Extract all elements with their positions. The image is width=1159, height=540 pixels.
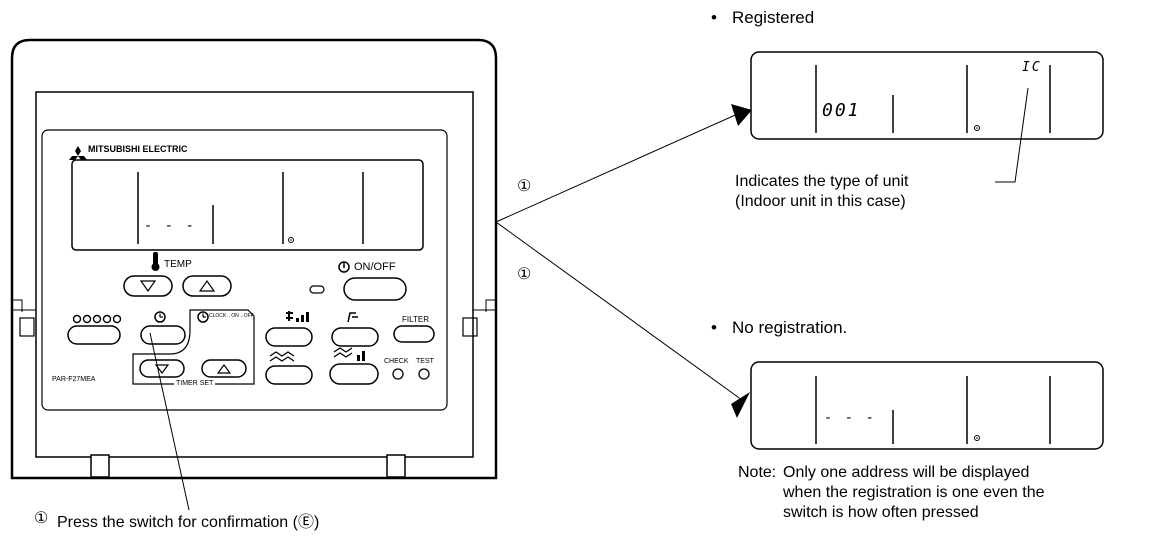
temp-up-button[interactable]: [182, 275, 232, 297]
left-foot: [90, 454, 110, 478]
test-button[interactable]: [418, 368, 430, 380]
registered-annotation-line1: Indicates the type of unit: [735, 173, 909, 190]
remote-lcd: [71, 159, 424, 251]
timer-set-label: TIMER SET: [174, 380, 216, 387]
check-label: CHECK: [384, 358, 409, 365]
note-line3: switch is how often pressed: [783, 504, 979, 521]
temp-down-button[interactable]: [123, 275, 173, 297]
filter-button[interactable]: [393, 325, 435, 343]
caption-marker: ①: [34, 510, 49, 527]
clock-sequence-label: CLOCK→ON→OFF: [209, 313, 254, 319]
louver-button[interactable]: [265, 365, 313, 385]
no-registration-bullet: •: [711, 318, 717, 337]
ventilation-icon: [333, 347, 365, 361]
onoff-label: ON/OFF: [354, 261, 396, 273]
power-icon: [338, 261, 350, 273]
registered-display: [750, 51, 1104, 140]
registered-address: 001: [822, 100, 861, 121]
branch-marker-lower: ①: [517, 266, 532, 283]
remote-display-dashes: - - -: [144, 218, 197, 234]
no-registration-display: [750, 361, 1104, 450]
registered-bullet: •: [711, 8, 717, 27]
model-label: PAR-F27MEA: [52, 376, 96, 383]
remote-inner-frame: [35, 91, 474, 458]
no-registration-dashes: - - -: [824, 410, 877, 426]
branch-line-lower: [495, 221, 743, 401]
note-line2: when the registration is one even the: [783, 484, 1045, 501]
thermometer-icon: [151, 252, 160, 271]
timer-up-button[interactable]: [201, 359, 247, 378]
remote-outer-case: [10, 38, 498, 480]
note-prefix: Note:: [738, 464, 777, 481]
airflow-button[interactable]: [331, 327, 379, 347]
clock-icon: [154, 311, 166, 323]
mode-button[interactable]: [67, 325, 121, 345]
right-clip: [462, 317, 478, 337]
no-registration-title: No registration.: [732, 318, 848, 337]
note-line1: Only one address will be displayed: [783, 464, 1030, 481]
airflow-direction-icon: [347, 312, 358, 323]
remote-panel: [41, 129, 448, 411]
filter-label: FILTER: [402, 315, 429, 324]
caption-text: Press the switch for confirmation (Ⓔ): [57, 514, 320, 531]
ventilation-button[interactable]: [329, 363, 379, 385]
left-clip: [19, 317, 35, 337]
onoff-button[interactable]: [343, 277, 407, 301]
louver-icon: [269, 351, 295, 362]
temp-label: TEMP: [164, 259, 192, 270]
test-label: TEST: [416, 358, 434, 365]
check-button[interactable]: [392, 368, 404, 380]
clock-button[interactable]: [140, 325, 186, 345]
unit-type-leader: [995, 87, 1029, 183]
registered-title: Registered: [732, 8, 815, 27]
caption-pointer: [149, 332, 190, 511]
timer-down-button[interactable]: [139, 359, 185, 378]
fan-speed-icon: [286, 311, 309, 322]
fan-speed-button[interactable]: [265, 327, 313, 347]
mitsubishi-logo: [69, 146, 87, 160]
registered-unit-type: IC: [1022, 60, 1042, 75]
mode-icons: [72, 314, 122, 324]
timer-set-frame: [132, 309, 255, 385]
branch-line-upper: [495, 111, 743, 223]
operation-lamp: [309, 285, 325, 294]
brand-label: MITSUBISHI ELECTRIC: [88, 144, 188, 154]
registered-annotation-line2: (Indoor unit in this case): [735, 193, 906, 210]
right-foot: [386, 454, 406, 478]
branch-marker-upper: ①: [517, 178, 532, 195]
timer-clock-icon: [197, 311, 209, 323]
